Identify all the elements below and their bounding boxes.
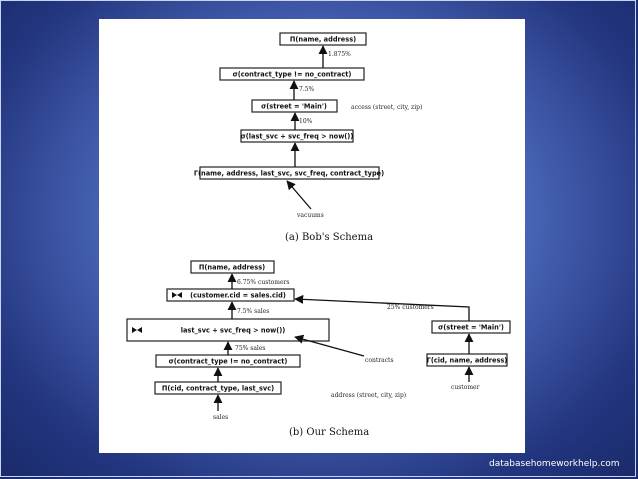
- top-box-projection: [279, 32, 367, 46]
- top-box-projection-label: Π(name, address): [290, 36, 356, 44]
- top-box-select-svc: [240, 129, 354, 143]
- bottom-arrow-contracts: [294, 334, 365, 357]
- top-source-vacuums: vacuums: [296, 212, 324, 219]
- top-box-select-svc-label: σ(last_svc + svc_freq > now()): [241, 133, 354, 141]
- top-caption: (a) Bob's Schema: [285, 232, 373, 243]
- bottom-annotation-address: address (street, city, zip): [331, 392, 406, 399]
- top-box-projection-base-label: Γ(name, address, last_svc, svc_freq, con…: [194, 170, 384, 178]
- bottom-source-customer: customer: [451, 384, 480, 391]
- bottom-box-join: [166, 288, 295, 302]
- top-annotation-1: 1.875%: [328, 51, 351, 58]
- footer-watermark: databasehomeworkhelp.com: [489, 459, 620, 469]
- bottom-box-select-street: [431, 320, 511, 334]
- top-box-projection-base: [199, 166, 380, 180]
- bottom-caption: (b) Our Schema: [289, 427, 369, 438]
- query-plan-diagram: Π(name, address) σ(contract_type != no_c…: [126, 32, 511, 438]
- bottom-arrow-street-join: [294, 294, 470, 321]
- bottom-box-projection-label: Π(name, address): [199, 264, 265, 272]
- top-box-select-contract: [219, 67, 365, 81]
- bottom-box-projection-sales-label: Π(cid, contract_type, last_svc): [162, 385, 274, 393]
- bottom-box-select-svc-label: last_svc + svc_freq > now()): [181, 327, 286, 335]
- top-arrow-source: [286, 180, 312, 210]
- bottom-source-sales: sales: [213, 414, 228, 421]
- top-box-select-contract-label: σ(contract_type != no_contract): [233, 71, 352, 79]
- top-annotation-access: access (street, city, zip): [351, 104, 422, 111]
- bottom-box-select-svc: [126, 318, 330, 342]
- diagram-paper: Π(name, address) σ(contract_type != no_c…: [99, 19, 525, 453]
- top-box-select-street-label: σ(street = 'Main'): [261, 103, 327, 111]
- bottom-box-projection-customer-label: Γ(cid, name, address): [427, 357, 508, 365]
- bottom-annotation-proj: 6.75% customers: [237, 279, 289, 286]
- our-schema: Π(name, address) (customer.cid = sales.c…: [126, 260, 511, 438]
- bottom-box-select-street-label: σ(street = 'Main'): [438, 324, 504, 332]
- bottom-annotation-sales: 75% sales: [235, 345, 265, 352]
- join-bowtie-icon: [172, 292, 182, 298]
- bottom-annotation-customers: 25% customers: [387, 304, 434, 311]
- bottom-box-projection: [190, 260, 275, 274]
- bobs-schema: Π(name, address) σ(contract_type != no_c…: [194, 32, 422, 243]
- bottom-box-projection-customer: [426, 353, 508, 367]
- top-annotation-2: 7.5%: [299, 86, 315, 93]
- bottom-source-contracts: contracts: [365, 357, 394, 364]
- top-annotation-3: 10%: [299, 118, 313, 125]
- bottom-annotation-join: 7.5% sales: [237, 308, 269, 315]
- join-bowtie-icon-2: [132, 327, 142, 333]
- bottom-box-select-contract-label: σ(contract_type != no_contract): [169, 358, 288, 366]
- bottom-box-join-label: (customer.cid = sales.cid): [190, 292, 286, 300]
